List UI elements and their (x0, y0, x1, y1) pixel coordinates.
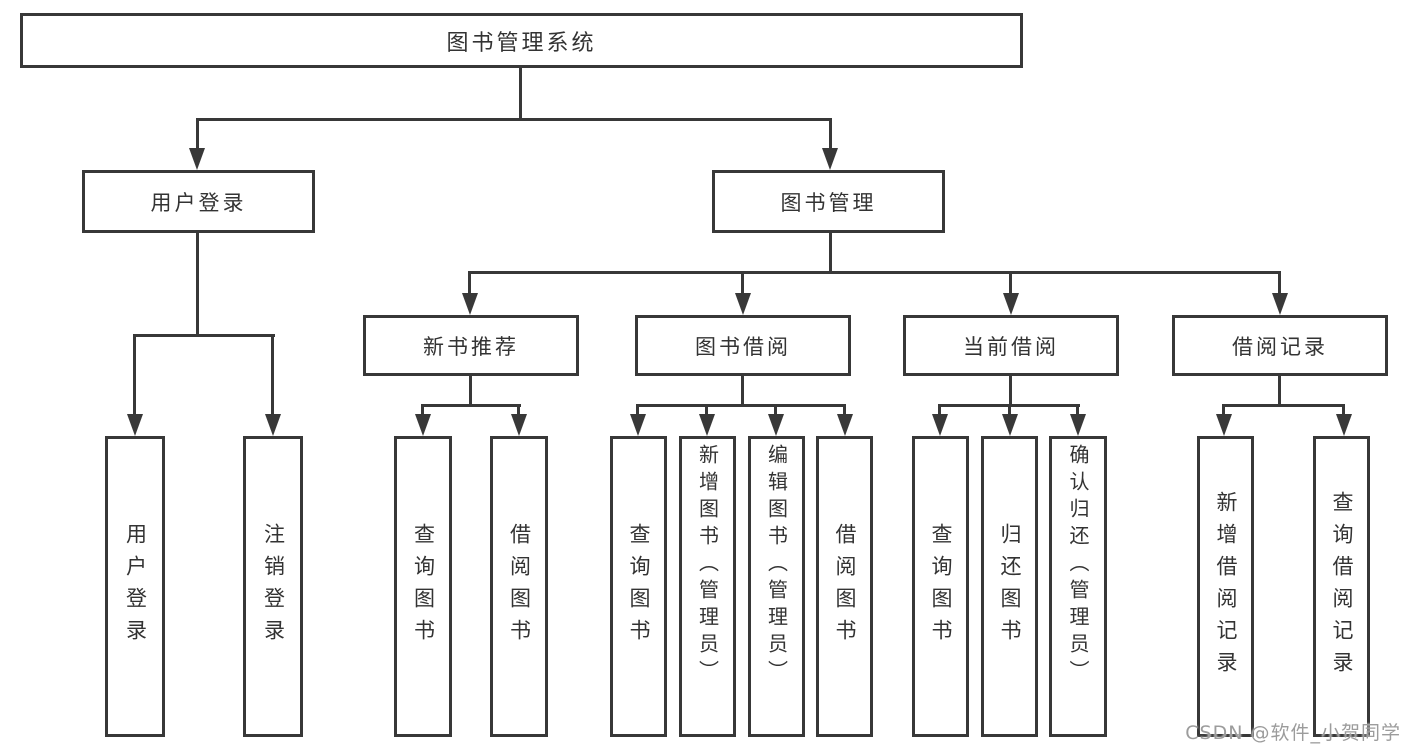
node-book-management: 图书管理 (712, 170, 945, 233)
leaf-rec-borrow-books: 借阅图书 (490, 436, 548, 737)
node-current-borrowing-label: 当前借阅 (963, 334, 1059, 359)
arrow-down-icon (189, 148, 205, 170)
node-root-label: 图书管理系统 (446, 30, 597, 56)
node-new-book-recommend-label: 新书推荐 (423, 334, 519, 359)
leaf-bb-query-books: 查询图书 (610, 436, 667, 737)
connector-line (1076, 404, 1079, 414)
connector-line (519, 68, 522, 121)
connector-line (741, 376, 744, 407)
arrow-down-icon (415, 414, 431, 436)
leaf-cb-return-books: 归还图书 (981, 436, 1038, 737)
leaf-bb-borrow-books: 借阅图书 (816, 436, 873, 737)
connector-line (1278, 376, 1281, 407)
arrow-down-icon (768, 414, 784, 436)
leaf-cb-query-books: 查询图书 (912, 436, 969, 737)
leaf-logout: 注销登录 (243, 436, 303, 737)
arrow-down-icon (1336, 414, 1352, 436)
connector-line (938, 404, 941, 414)
connector-line (1342, 404, 1345, 414)
connector-line (1009, 271, 1012, 293)
arrow-down-icon (511, 414, 527, 436)
leaf-cb-return-books-label: 归还图书 (998, 522, 1022, 651)
leaf-user-login: 用户登录 (105, 436, 165, 737)
leaf-rec-query-books: 查询图书 (394, 436, 452, 737)
connector-line (829, 118, 832, 150)
connector-line (469, 376, 472, 407)
connector-line (196, 118, 832, 121)
connector-line (196, 233, 199, 337)
leaf-bb-add-books-admin: 新增图书（管理员） (679, 436, 736, 737)
node-root: 图书管理系统 (20, 13, 1023, 68)
connector-line (843, 404, 846, 414)
node-current-borrowing: 当前借阅 (903, 315, 1119, 376)
arrow-down-icon (837, 414, 853, 436)
leaf-bb-edit-books-admin: 编辑图书（管理员） (748, 436, 805, 737)
arrow-down-icon (735, 293, 751, 315)
connector-line (741, 271, 744, 293)
node-new-book-recommend: 新书推荐 (363, 315, 579, 376)
leaf-bb-query-books-label: 查询图书 (627, 522, 651, 651)
arrow-down-icon (1070, 414, 1086, 436)
arrow-down-icon (699, 414, 715, 436)
connector-line (196, 118, 199, 150)
arrow-down-icon (462, 293, 478, 315)
connector-line (774, 404, 777, 414)
connector-line (271, 334, 274, 414)
node-borrowing-records: 借阅记录 (1172, 315, 1388, 376)
connector-line (705, 404, 708, 414)
leaf-rec-borrow-books-label: 借阅图书 (507, 522, 532, 651)
connector-line (421, 404, 521, 407)
connector-line (468, 271, 1281, 274)
arrow-down-icon (1272, 293, 1288, 315)
connector-line (1009, 376, 1012, 407)
leaf-user-login-label: 用户登录 (123, 522, 148, 651)
node-book-management-label: 图书管理 (780, 190, 877, 215)
arrow-down-icon (265, 414, 281, 436)
leaf-bb-edit-books-admin-label: 编辑图书（管理员） (764, 444, 789, 687)
leaf-cb-query-books-label: 查询图书 (929, 522, 953, 651)
arrow-down-icon (630, 414, 646, 436)
connector-line (517, 404, 520, 414)
connector-line (1278, 271, 1281, 293)
connector-line (1222, 404, 1345, 407)
watermark: CSDN @软件_小贺同学 (1185, 722, 1401, 744)
arrow-down-icon (127, 414, 143, 436)
connector-line (829, 233, 832, 274)
connector-line (468, 271, 471, 293)
leaf-br-add-record: 新增借阅记录 (1197, 436, 1254, 737)
leaf-cb-confirm-return-admin-label: 确认归还（管理员） (1066, 444, 1090, 687)
arrow-down-icon (1003, 293, 1019, 315)
arrow-down-icon (932, 414, 948, 436)
connector-line (1008, 404, 1011, 414)
connector-line (636, 404, 639, 414)
node-borrowing-records-label: 借阅记录 (1232, 334, 1328, 359)
leaf-cb-confirm-return-admin: 确认归还（管理员） (1049, 436, 1107, 737)
node-user-login: 用户登录 (82, 170, 315, 233)
leaf-logout-label: 注销登录 (261, 522, 286, 651)
connector-line (636, 404, 846, 407)
leaf-bb-borrow-books-label: 借阅图书 (833, 522, 857, 651)
leaf-br-query-record: 查询借阅记录 (1313, 436, 1370, 737)
arrow-down-icon (1002, 414, 1018, 436)
leaf-br-query-record-label: 查询借阅记录 (1330, 490, 1354, 683)
arrow-down-icon (1216, 414, 1232, 436)
connector-line (421, 404, 424, 414)
connector-line (133, 334, 136, 414)
node-book-borrowing: 图书借阅 (635, 315, 851, 376)
leaf-bb-add-books-admin-label: 新增图书（管理员） (695, 444, 720, 687)
node-user-login-label: 用户登录 (150, 190, 247, 215)
leaf-rec-query-books-label: 查询图书 (411, 522, 436, 651)
arrow-down-icon (822, 148, 838, 170)
connector-line (1222, 404, 1225, 414)
node-book-borrowing-label: 图书借阅 (695, 334, 791, 359)
connector-line (133, 334, 275, 337)
leaf-br-add-record-label: 新增借阅记录 (1214, 490, 1238, 683)
